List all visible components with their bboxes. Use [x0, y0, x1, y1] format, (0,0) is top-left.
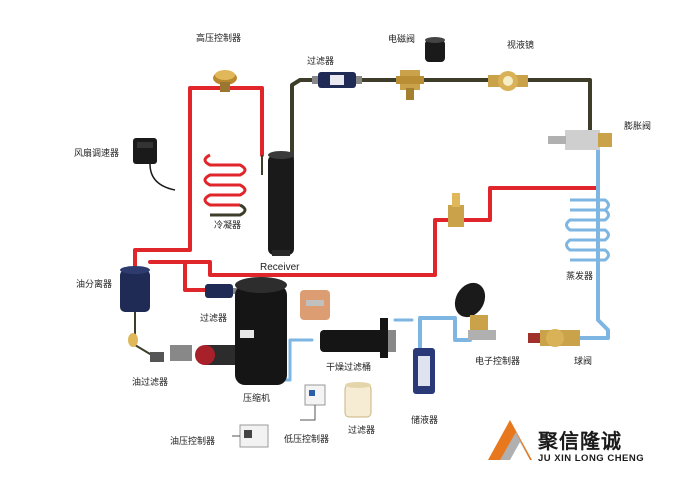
brand-mark-icon: [488, 420, 532, 460]
brand-logo: 聚信隆诚 JU XIN LONG CHENG: [488, 420, 644, 464]
label-liquid-storage: 储液器: [411, 414, 438, 426]
liquid-storage-icon: [413, 348, 435, 394]
condenser-coil: [205, 155, 262, 215]
filter-bottom-icon: [345, 382, 371, 417]
label-oil-pressure-controller: 油压控制器: [170, 435, 215, 447]
label-filter-top: 过滤器: [307, 55, 334, 67]
hp-line: [240, 88, 262, 155]
label-sight-glass: 视液镜: [507, 39, 534, 51]
label-condenser: 冷凝器: [214, 219, 241, 231]
label-filter-mid: 过滤器: [200, 312, 227, 324]
ball-valve-icon: [528, 329, 580, 347]
label-oil-separator: 油分离器: [76, 278, 112, 290]
oil-pressure-controller-icon: [232, 425, 268, 447]
filter-mid-icon: [205, 284, 239, 298]
dry-filter-barrel-icon: [320, 318, 396, 358]
label-receiver: Receiver: [260, 262, 300, 273]
service-valve-icon: [448, 193, 464, 227]
label-oil-filter: 油过滤器: [132, 376, 168, 388]
evaporator-coil: [567, 200, 609, 260]
label-compressor: 压缩机: [243, 392, 270, 404]
manifold-icon: [300, 290, 330, 320]
label-dry-filter-barrel: 干燥过滤桶: [326, 361, 371, 373]
fan-speed-controller-icon: [133, 138, 175, 190]
filter-top-icon: [312, 72, 362, 88]
lp-controller-icon: [300, 385, 325, 420]
label-electronic-controller: 电子控制器: [475, 355, 520, 367]
discharge-to-filter: [150, 262, 205, 290]
label-ball-valve: 球阀: [574, 355, 592, 367]
label-low-pressure-controller: 低压控制器: [284, 433, 329, 445]
brand-name-en: JU XIN LONG CHENG: [538, 453, 644, 464]
receiver-icon: [268, 151, 294, 256]
label-fan-speed-controller: 风扇调速器: [74, 147, 119, 159]
discharge-line-left: [135, 88, 240, 270]
label-evaporator: 蒸发器: [566, 270, 593, 282]
solenoid-valve-icon: [396, 37, 445, 100]
hot-gas-line: [160, 188, 598, 275]
sight-glass-icon: [488, 71, 528, 91]
label-expansion-valve: 膨胀阀: [624, 120, 651, 132]
label-high-pressure-controller: 高压控制器: [196, 32, 241, 44]
brand-name-cn: 聚信隆诚: [537, 429, 622, 453]
expansion-valve-icon: [548, 130, 612, 150]
liquid-line-top: [292, 80, 590, 195]
oil-separator-icon: [120, 266, 150, 312]
liquid-line-bottom: [420, 318, 470, 350]
label-filter-bottom: 过滤器: [348, 424, 375, 436]
label-solenoid-valve: 电磁阀: [388, 33, 415, 45]
